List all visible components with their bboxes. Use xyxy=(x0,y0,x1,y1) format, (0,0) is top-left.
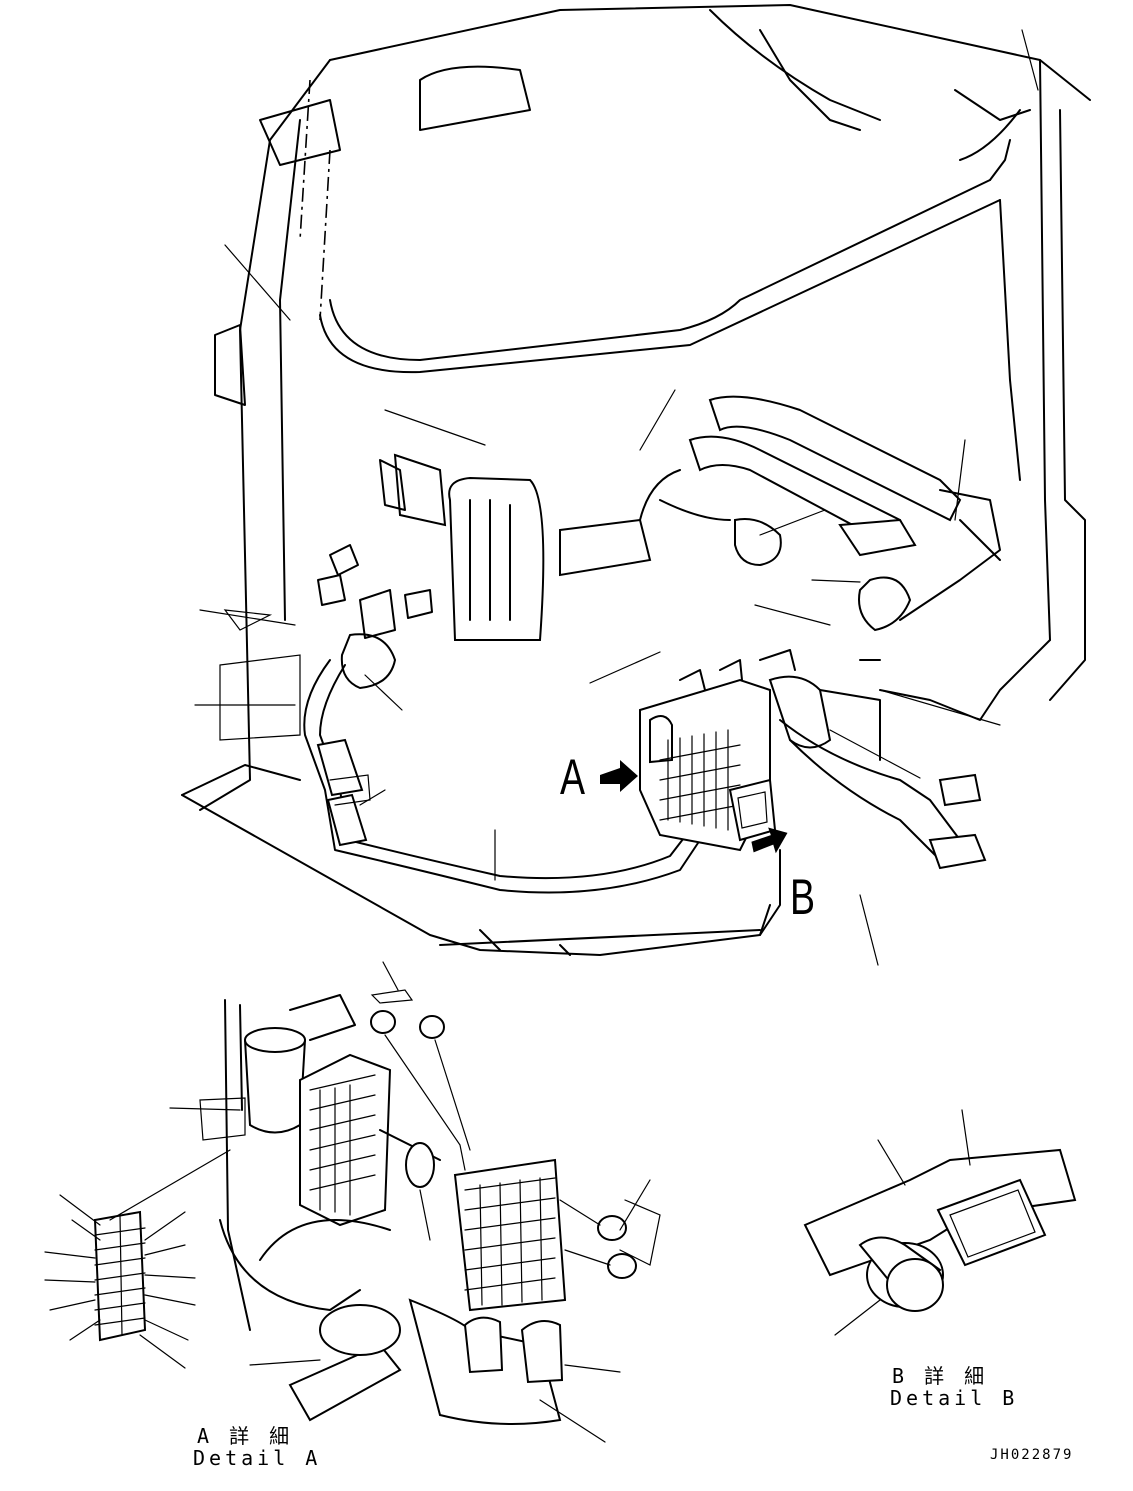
callout-arrows xyxy=(600,760,788,854)
detail-a-title-en: Detail A xyxy=(193,1446,322,1470)
detail-a-drawing xyxy=(93,994,637,1425)
drawing-number: JH022879 xyxy=(990,1447,1074,1463)
detail-a-leaders xyxy=(44,961,661,1443)
main-harness xyxy=(303,395,1001,894)
detail-b-drawing xyxy=(803,1148,1077,1312)
view-b-callout-label: B xyxy=(790,869,816,925)
view-a-callout-label: A xyxy=(560,749,586,805)
detail-b-leaders xyxy=(834,1109,971,1336)
detail-a-title-ja: A 詳 細 xyxy=(197,1424,294,1448)
detail-b-title-en: Detail B xyxy=(890,1386,1019,1410)
leader-lines xyxy=(194,29,1039,966)
detail-b-title-ja: B 詳 細 xyxy=(892,1364,989,1388)
fuse-box xyxy=(639,649,987,870)
cab-frame xyxy=(181,4,1091,956)
